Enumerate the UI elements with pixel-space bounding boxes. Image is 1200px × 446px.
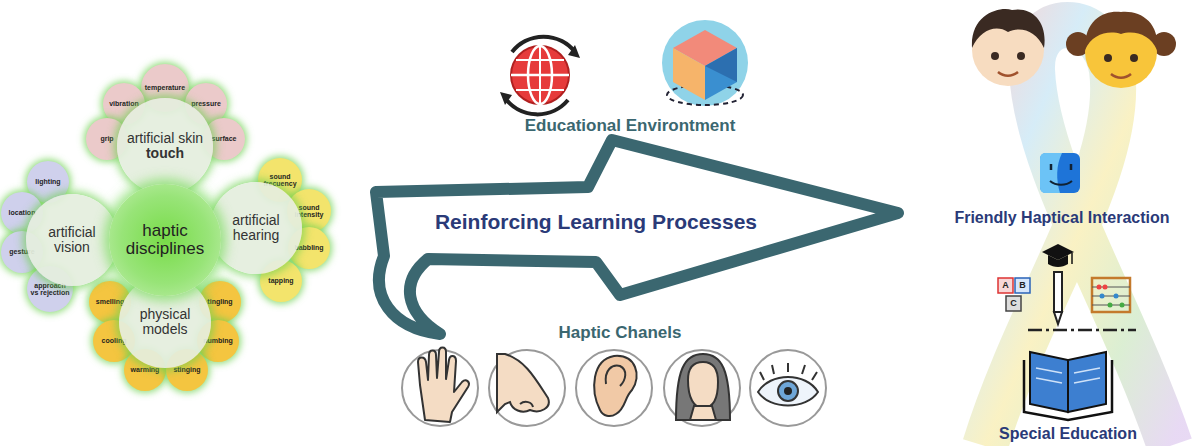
node-text: physical models [126,307,205,336]
node-text: artificial skin [124,131,206,146]
block-letter: B [1019,281,1026,291]
puzzle-ribbon [985,25,1170,446]
eye-icon [750,350,826,426]
book [1024,352,1112,420]
girl-face [1066,12,1176,88]
node-text: artificial hearing [217,213,296,242]
node-text: stinging [169,366,205,373]
block-letter: A [1002,281,1009,291]
section-title: Haptic Chanels [559,324,682,343]
discipline-circle: artificial vision [26,194,118,286]
hand-icon [402,348,478,427]
section-title: Friendly Haptical Interaction [954,209,1169,227]
cube-icon [662,20,748,106]
node-text: haptic disciplines [117,222,213,258]
discipline-circle: artificial skintouch [117,98,213,194]
node-text: artificial vision [33,225,112,254]
arrow-label: Reinforcing Learning Processes [435,210,757,233]
big-arrow [376,140,898,334]
boy-face [972,9,1045,86]
center-circle: haptic disciplines [109,184,221,296]
abacus [1092,278,1130,312]
ear-icon [576,350,652,426]
pencil [1054,272,1062,324]
node-text: temperature [145,84,186,91]
block-letter: C [1010,299,1017,309]
graduation-cap [1042,244,1074,267]
abc-blocks [998,278,1030,311]
discipline-circle: artificial hearing [210,182,302,274]
section-title: Educational Environtment [525,117,736,136]
node-text: tapping [263,277,299,284]
node-text: touch [124,146,206,161]
baseline [1028,329,1136,332]
nose-icon [489,350,565,426]
finder-icon [1040,153,1080,193]
section-title: Special Education [999,425,1137,443]
node-text: lighting [30,178,66,185]
head-icon [664,350,740,426]
globe-icon [500,37,580,115]
